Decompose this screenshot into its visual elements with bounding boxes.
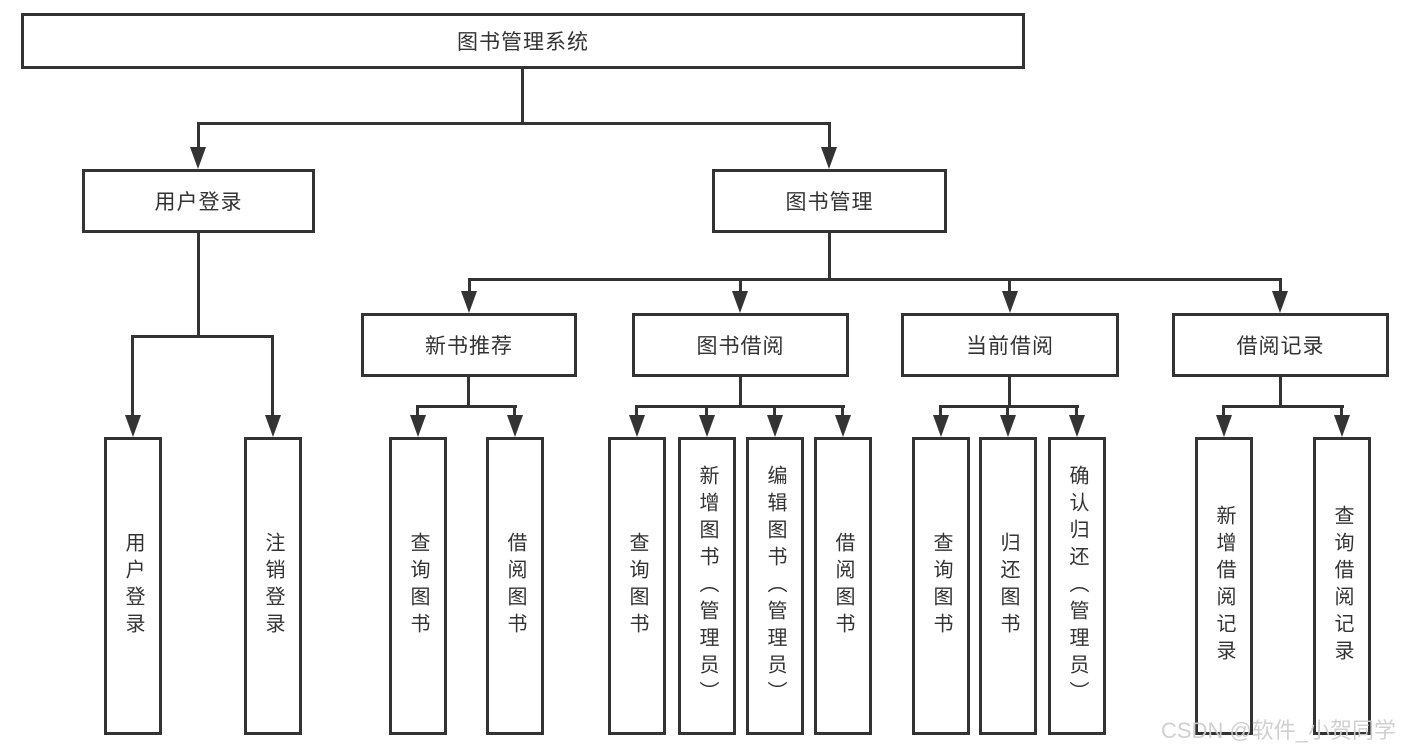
leaf-label: 编辑图书（管理员）: [764, 464, 786, 708]
node-label: 当前借阅: [966, 335, 1054, 358]
leaf-return-books: 归还图书: [979, 437, 1037, 735]
connector-drop-leaf: [705, 405, 708, 419]
connector-new-book-horizontal: [416, 405, 517, 408]
watermark: CSDN @软件_小贺同学: [1161, 718, 1397, 743]
leaf-borrow-books-newbook: 借阅图书: [486, 437, 544, 735]
arrow-down-icon: [699, 415, 715, 437]
connector-book-mgmt-stem: [828, 233, 831, 278]
connector-book-borrow-stem: [739, 377, 742, 407]
connector-drop-leaf: [513, 405, 516, 419]
connector-drop-book-borrow: [739, 278, 742, 294]
leaf-label: 新增借阅记录: [1213, 505, 1235, 667]
arrow-down-icon: [732, 291, 748, 313]
node-library-management-system: 图书管理系统: [21, 13, 1025, 69]
leaf-label: 查询图书: [626, 532, 648, 640]
connector-drop-leaf: [1340, 405, 1343, 419]
connector-drop-current-borrow: [1008, 278, 1011, 294]
node-label: 用户登录: [154, 191, 243, 214]
leaf-label: 借阅图书: [832, 532, 854, 640]
arrow-down-icon: [461, 291, 477, 313]
leaf-label: 查询图书: [930, 532, 952, 640]
connector-new-book-stem: [467, 377, 470, 407]
leaf-label: 新增图书（管理员）: [696, 464, 718, 708]
connector-drop-leaf: [1222, 405, 1225, 419]
connector-drop-leaf: [416, 405, 419, 419]
leaf-label: 查询图书: [407, 532, 429, 640]
node-label: 图书管理: [785, 191, 874, 214]
node-book-management: 图书管理: [712, 169, 947, 233]
connector-level2-horizontal: [468, 278, 1282, 281]
connector-book-borrow-horizontal: [635, 405, 845, 408]
node-label: 图书管理系统: [457, 31, 589, 54]
leaf-query-books-newbook: 查询图书: [389, 437, 447, 735]
node-user-login: 用户登录: [82, 169, 315, 233]
arrow-down-icon: [1334, 415, 1350, 437]
leaf-logout: 注销登录: [244, 437, 302, 735]
connector-drop-borrow-record: [1279, 278, 1282, 294]
node-label: 新书推荐: [425, 335, 513, 358]
leaf-label: 借阅图书: [504, 532, 526, 640]
connector-current-borrow-horizontal: [939, 405, 1079, 408]
leaf-borrow-books-borrow: 借阅图书: [814, 437, 872, 735]
connector-drop-leaf: [773, 405, 776, 419]
connector-drop-user-login: [197, 122, 200, 150]
arrow-down-icon: [265, 415, 281, 437]
connector-current-borrow-stem: [1008, 377, 1011, 407]
arrow-down-icon: [190, 147, 206, 169]
leaf-label: 确认归还（管理员）: [1066, 464, 1088, 708]
leaf-label: 查询借阅记录: [1331, 505, 1353, 667]
arrow-down-icon: [1272, 291, 1288, 313]
arrow-down-icon: [821, 147, 837, 169]
connector-drop-leaf: [271, 335, 274, 417]
arrow-down-icon: [933, 415, 949, 437]
connector-user-login-stem: [197, 233, 200, 335]
arrow-down-icon: [629, 415, 645, 437]
leaf-add-borrow-record: 新增借阅记录: [1195, 437, 1253, 735]
leaf-label: 注销登录: [262, 532, 284, 640]
connector-borrow-record-stem: [1279, 377, 1282, 407]
arrow-down-icon: [767, 415, 783, 437]
node-current-borrow: 当前借阅: [901, 313, 1119, 377]
leaf-query-books-borrow: 查询图书: [608, 437, 666, 735]
connector-drop-new-book: [468, 278, 471, 294]
arrow-down-icon: [1069, 415, 1085, 437]
connector-drop-leaf: [939, 405, 942, 419]
arrow-down-icon: [410, 415, 426, 437]
connector-drop-leaf: [1006, 405, 1009, 419]
arrow-down-icon: [1216, 415, 1232, 437]
leaf-label: 归还图书: [997, 532, 1019, 640]
leaf-query-books-current: 查询图书: [912, 437, 970, 735]
arrow-down-icon: [1000, 415, 1016, 437]
connector-drop-leaf: [841, 405, 844, 419]
connector-drop-leaf: [635, 405, 638, 419]
connector-user-login-horizontal: [131, 335, 274, 338]
connector-drop-leaf: [131, 335, 134, 417]
leaf-query-borrow-record: 查询借阅记录: [1313, 437, 1371, 735]
leaf-add-book-admin: 新增图书（管理员）: [678, 437, 736, 735]
connector-root-stem: [521, 69, 524, 122]
arrow-down-icon: [507, 415, 523, 437]
connector-borrow-record-horizontal: [1222, 405, 1344, 408]
arrow-down-icon: [125, 415, 141, 437]
arrow-down-icon: [835, 415, 851, 437]
leaf-user-login: 用户登录: [104, 437, 162, 735]
node-label: 图书借阅: [696, 335, 785, 358]
node-new-book-recommend: 新书推荐: [361, 313, 577, 377]
node-book-borrow: 图书借阅: [632, 313, 849, 377]
connector-level1-horizontal: [197, 122, 831, 125]
arrow-down-icon: [1002, 291, 1018, 313]
connector-drop-book-mgmt: [828, 122, 831, 150]
node-label: 借阅记录: [1236, 335, 1325, 358]
connector-drop-leaf: [1075, 405, 1078, 419]
leaf-label: 用户登录: [122, 532, 144, 640]
leaf-confirm-return-admin: 确认归还（管理员）: [1048, 437, 1106, 735]
node-borrow-records: 借阅记录: [1172, 313, 1389, 377]
leaf-edit-book-admin: 编辑图书（管理员）: [746, 437, 804, 735]
